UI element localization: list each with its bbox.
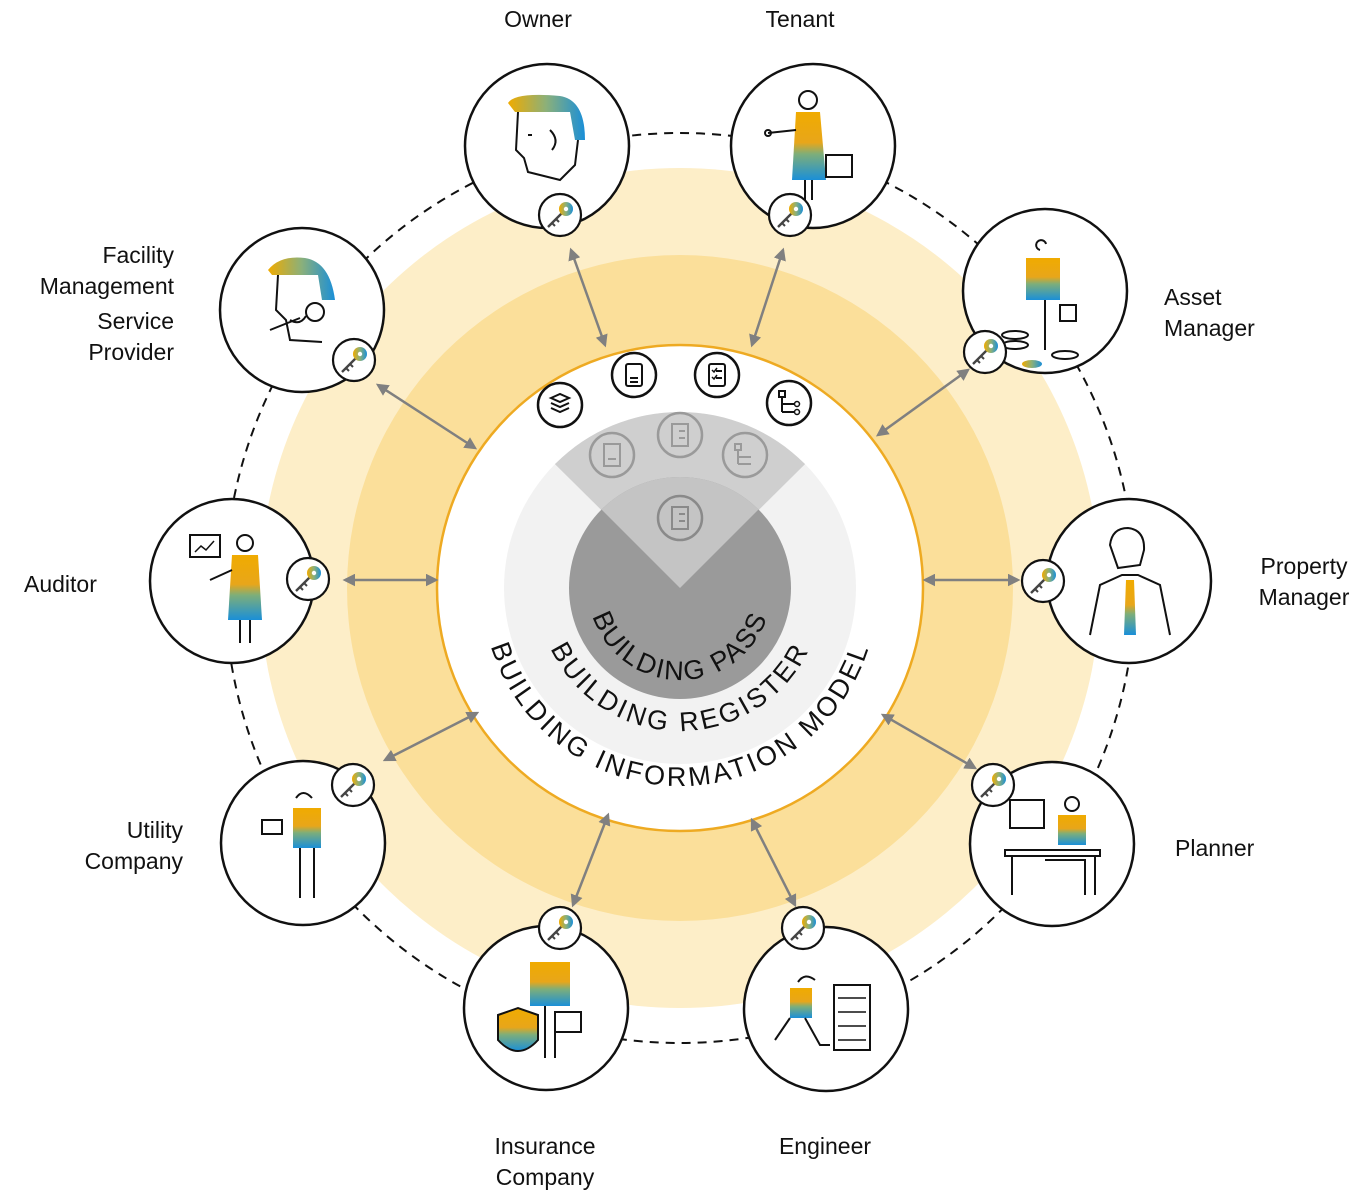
label-auditor: Auditor: [24, 571, 97, 597]
asset-manager-figure-icon: [1001, 239, 1079, 368]
arrow-planner: [880, 713, 978, 770]
utility-company-figure-icon: [261, 792, 321, 898]
asset-manager-key-icon: [962, 329, 1008, 375]
tenant-node[interactable]: [729, 62, 897, 238]
utility-company-node[interactable]: [219, 759, 387, 927]
owner-key-icon: [537, 192, 583, 238]
tenant-figure-icon: [764, 90, 853, 200]
checklist-icon: [693, 351, 741, 399]
tenant-key-icon: [767, 192, 813, 238]
arrow-utility-company: [382, 711, 480, 762]
property-manager-figure-icon: [1089, 526, 1171, 636]
insurance-company-node[interactable]: [462, 905, 630, 1092]
insurance-company-figure-icon: [497, 962, 582, 1058]
planner-key-icon: [970, 762, 1016, 808]
pass-checklist-icon: [656, 494, 704, 542]
connection-arrows: [342, 247, 1021, 908]
arrow-owner: [568, 247, 608, 348]
arrow-insurance-company: [570, 812, 611, 908]
owner-node[interactable]: [463, 62, 631, 238]
owner-figure-icon: [508, 94, 585, 182]
database-icon: [536, 381, 584, 429]
label-asset-manager: Asset Manager: [1164, 284, 1255, 341]
engineer-node[interactable]: [742, 905, 910, 1093]
label-insurance-company: Insurance Company: [494, 1133, 596, 1190]
facility-service-key-icon: [331, 337, 377, 383]
arrow-facility-service: [375, 383, 478, 450]
register-hierarchy-icon: [721, 431, 769, 479]
auditor-node[interactable]: [148, 497, 331, 665]
engineer-key-icon: [780, 905, 826, 951]
planner-node[interactable]: [968, 760, 1136, 928]
planner-figure-icon: [1004, 796, 1101, 895]
auditor-key-icon: [285, 556, 331, 602]
register-document-icon: [588, 431, 636, 479]
arrow-asset-manager: [875, 368, 971, 437]
building-pass-disc: [569, 477, 791, 699]
facility-service-node[interactable]: [218, 226, 386, 394]
auditor-figure-icon: [189, 534, 262, 643]
label-engineer: Engineer: [778, 1133, 872, 1159]
hierarchy-icon: [765, 379, 813, 427]
property-manager-node[interactable]: [1020, 497, 1213, 665]
insurance-company-key-icon: [537, 905, 583, 951]
arrow-tenant: [749, 247, 786, 348]
label-owner: Owner: [504, 6, 572, 32]
facility-service-figure-icon: [268, 257, 335, 343]
arrow-engineer: [750, 817, 797, 908]
label-planner: Planner: [1175, 835, 1255, 861]
property-manager-key-icon: [1020, 558, 1066, 604]
asset-manager-node[interactable]: [961, 207, 1129, 375]
label-utility-company: Utility Company: [84, 817, 183, 874]
label-property-manager: Property Manager: [1258, 553, 1350, 610]
utility-company-key-icon: [330, 762, 376, 808]
label-facility-service: Facility Management Service Provider: [39, 242, 174, 365]
document-icon: [610, 351, 658, 399]
label-tenant: Tenant: [765, 6, 835, 32]
register-checklist-icon: [656, 411, 704, 459]
engineer-figure-icon: [774, 975, 871, 1051]
